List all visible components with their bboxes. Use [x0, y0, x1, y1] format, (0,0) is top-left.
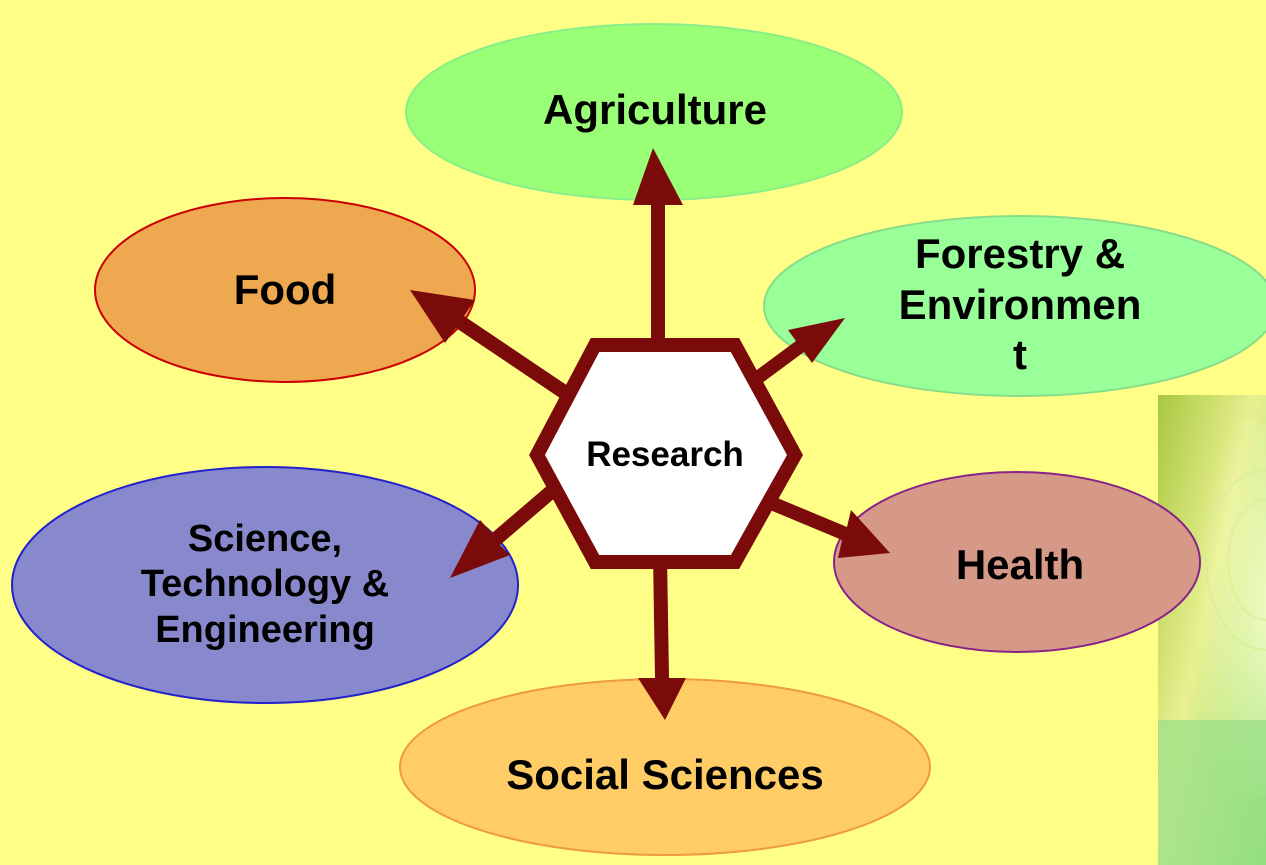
node-forestry-shape [763, 215, 1266, 397]
forestry-line-1: Forestry & [914, 230, 1126, 278]
node-food-label: Food [233, 265, 337, 313]
node-agriculture-label: Agriculture [542, 85, 768, 133]
science-line-3: Engineering [155, 608, 375, 651]
science-line-2: Technology & [140, 563, 390, 606]
forestry-line-2: Environmen [898, 280, 1142, 328]
arrow-to-forestry [750, 318, 845, 386]
arrow-to-science [450, 485, 556, 578]
arrow-to-agriculture [633, 148, 683, 340]
arrow-to-health [770, 497, 890, 558]
node-health-label: Health [955, 540, 1085, 588]
node-science-label: Science, Technology & Engineering [75, 500, 455, 670]
node-social-label: Social Sciences [506, 750, 824, 798]
forestry-line-3: t [1013, 331, 1027, 379]
research-hexagon [529, 338, 803, 569]
arrows [410, 148, 890, 720]
globe-image [1158, 395, 1266, 865]
node-science-shape [11, 466, 519, 704]
arrow-to-food [410, 290, 568, 398]
node-health-shape [833, 471, 1201, 653]
arrow-to-social [638, 555, 686, 720]
center-label: Research [586, 435, 744, 474]
science-line-1: Science, [187, 517, 343, 560]
node-forestry-label: Forestry & Environmen t [830, 210, 1210, 400]
node-food-shape [94, 197, 476, 383]
